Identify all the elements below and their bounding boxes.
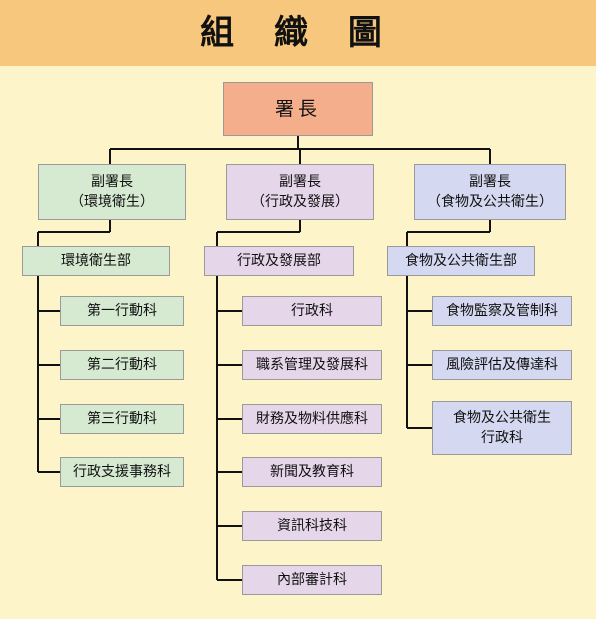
section-box: 新聞及教育科 xyxy=(242,457,382,487)
section-box: 行政科 xyxy=(242,296,382,326)
section-label: 職系管理及發展科 xyxy=(256,357,368,373)
deputy-box-administration-development: 副署長 （行政及發展） xyxy=(226,164,374,220)
section-box: 內部審計科 xyxy=(242,565,382,595)
section-box: 風險評估及傳達科 xyxy=(432,350,572,380)
section-label: 風險評估及傳達科 xyxy=(446,357,558,373)
section-label: 第二行動科 xyxy=(87,357,157,373)
deputy-title: 副署長 xyxy=(469,174,511,190)
section-box: 第二行動科 xyxy=(60,350,184,380)
section-label: 新聞及教育科 xyxy=(270,464,354,480)
section-box: 資訊科技科 xyxy=(242,511,382,541)
section-label: 第三行動科 xyxy=(87,411,157,427)
deputy-title: 副署長 xyxy=(91,174,133,190)
section-label: 資訊科技科 xyxy=(277,518,347,534)
deputy-portfolio: （行政及發展） xyxy=(251,194,349,210)
department-label: 環境衛生部 xyxy=(61,253,131,269)
title-bar: 組 織 圖 xyxy=(0,0,596,66)
section-box: 第一行動科 xyxy=(60,296,184,326)
deputy-box-food-public-health: 副署長 （食物及公共衛生） xyxy=(414,164,566,220)
director-box: 署長 xyxy=(223,82,373,136)
section-label: 內部審計科 xyxy=(277,572,347,588)
department-label: 食物及公共衛生部 xyxy=(405,253,517,269)
section-label: 食物監察及管制科 xyxy=(446,303,558,319)
section-label: 第一行動科 xyxy=(87,303,157,319)
deputy-title: 副署長 xyxy=(279,174,321,190)
section-label: 財務及物料供應科 xyxy=(256,411,368,427)
director-label: 署長 xyxy=(274,98,321,120)
department-box-administration-development: 行政及發展部 xyxy=(204,246,354,276)
section-label: 行政支援事務科 xyxy=(73,464,171,480)
deputy-box-environmental-hygiene: 副署長 （環境衛生） xyxy=(38,164,186,220)
department-box-environmental-hygiene: 環境衛生部 xyxy=(22,246,170,276)
section-label: 行政科 xyxy=(291,303,333,319)
department-label: 行政及發展部 xyxy=(237,253,321,269)
department-box-food-public-health: 食物及公共衛生部 xyxy=(387,246,535,276)
section-box: 職系管理及發展科 xyxy=(242,350,382,380)
page-title: 組 織 圖 xyxy=(200,13,396,53)
section-box: 第三行動科 xyxy=(60,404,184,434)
section-box: 食物監察及管制科 xyxy=(432,296,572,326)
section-box: 財務及物料供應科 xyxy=(242,404,382,434)
section-box: 食物及公共衛生 行政科 xyxy=(432,401,572,455)
deputy-portfolio: （環境衛生） xyxy=(70,194,154,210)
section-label: 食物及公共衛生 行政科 xyxy=(453,410,551,446)
section-box: 行政支援事務科 xyxy=(60,457,184,487)
deputy-portfolio: （食物及公共衛生） xyxy=(427,194,553,210)
